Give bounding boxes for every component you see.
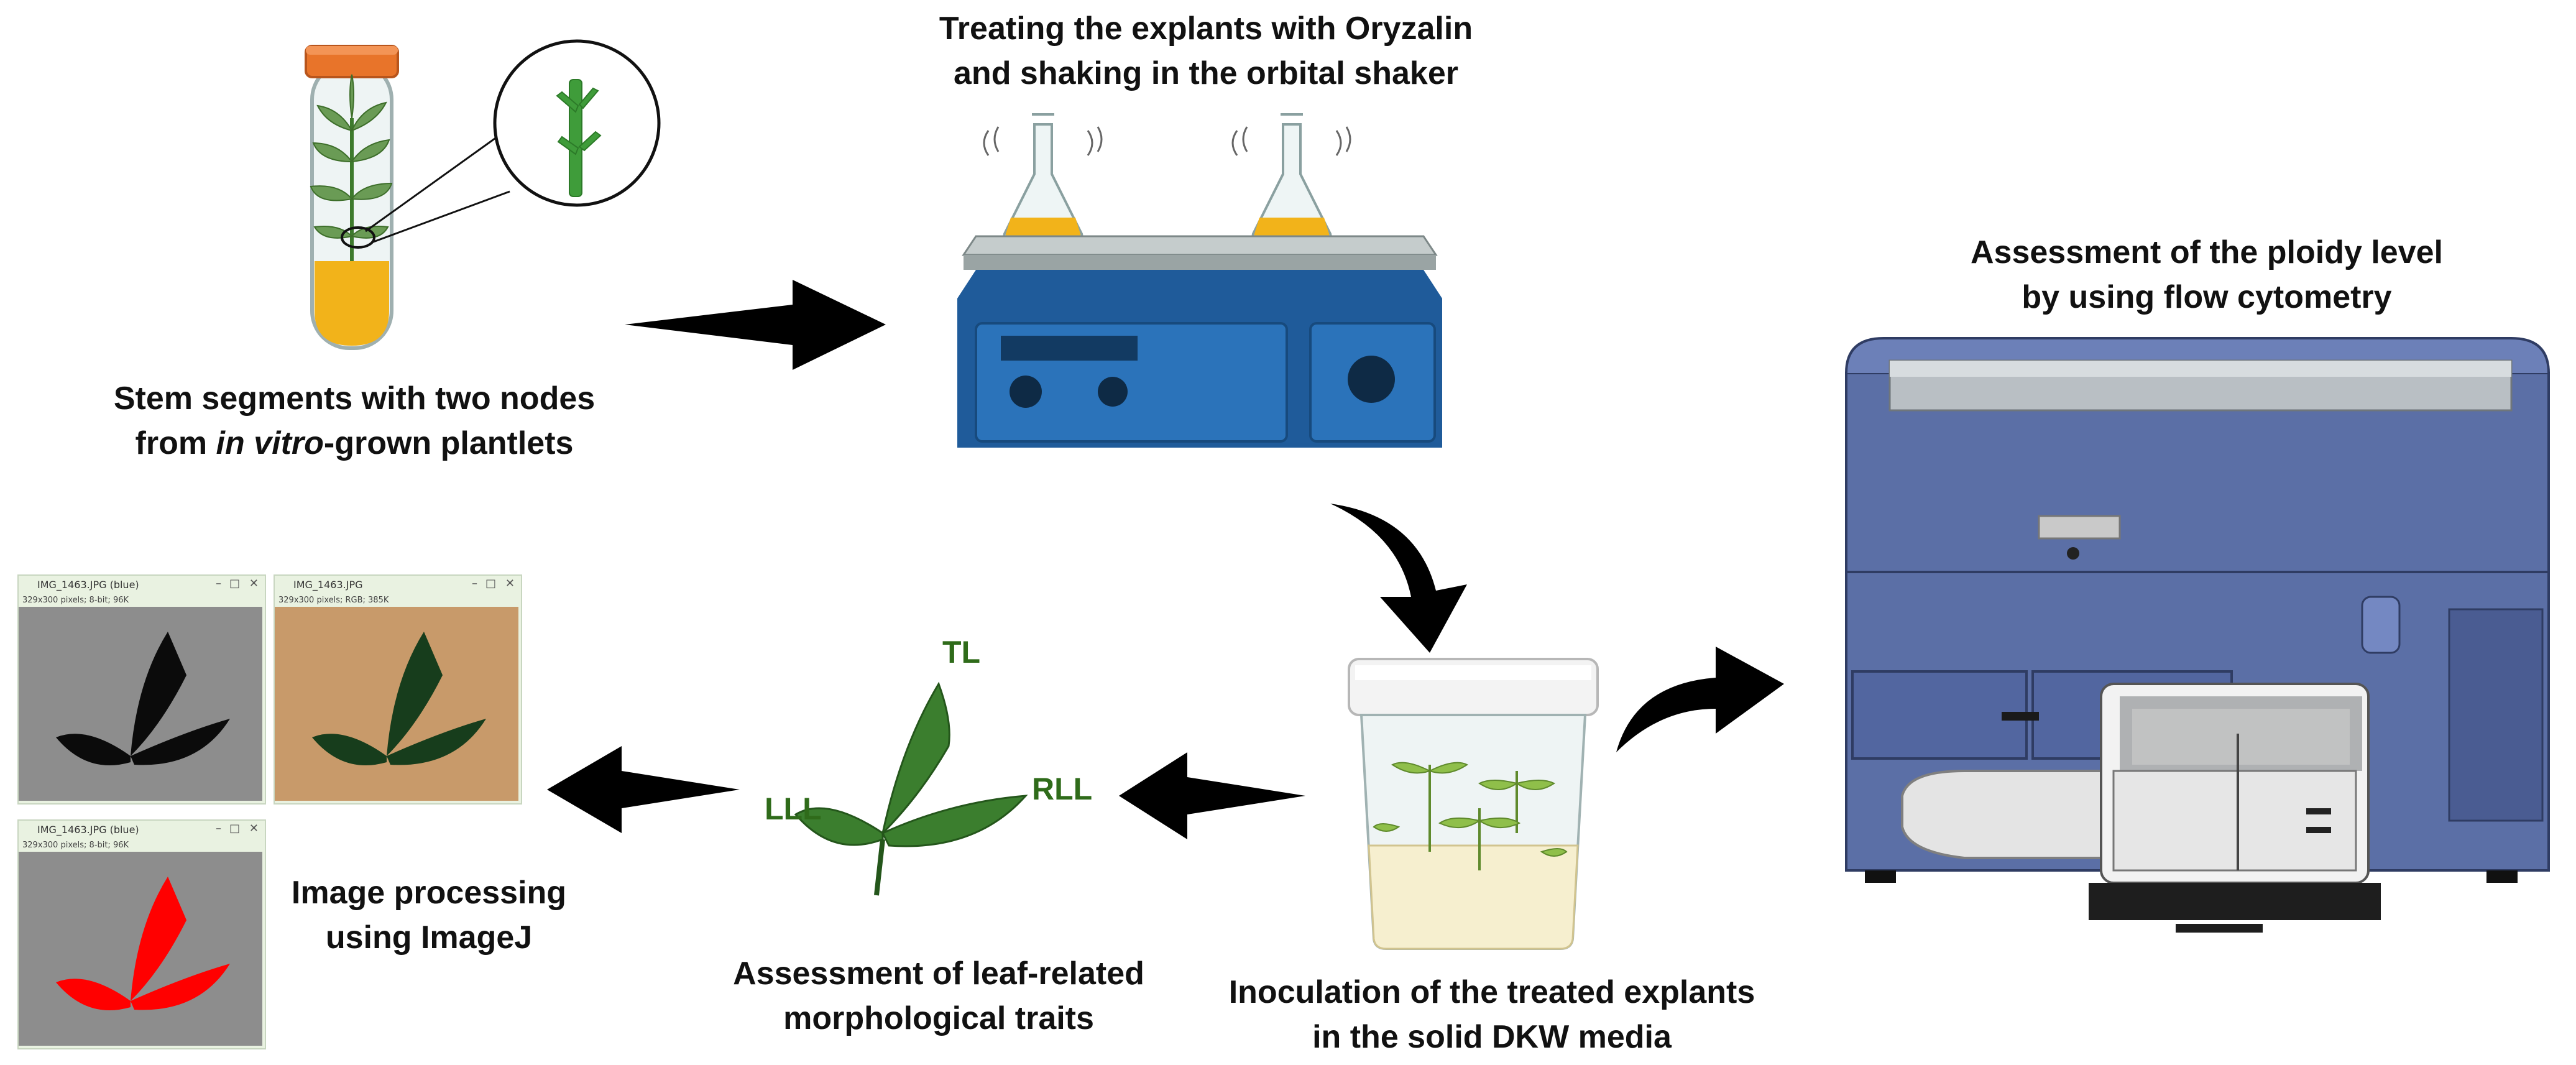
arrow-left-icon	[547, 746, 740, 833]
minimize-icon[interactable]: –	[216, 822, 221, 835]
stem-segments-caption: Stem segments with two nodes from in vit…	[99, 376, 609, 466]
ploidy-caption: Assessment of the ploidy level by using …	[1865, 230, 2549, 320]
oryzalin-caption-line1: Treating the explants with Oryzalin	[939, 11, 1473, 47]
cannabis-leaf-illustration	[794, 681, 1028, 896]
culture-jar-illustration	[1348, 658, 1599, 950]
imagej-window-title: IMG_1463.JPG (blue)	[37, 824, 139, 836]
arrow-curved-down-icon	[1330, 504, 1467, 653]
close-icon[interactable]: ✕	[249, 577, 259, 590]
threshold-leaf-image	[19, 852, 262, 1046]
inoculation-caption: Inoculation of the treated explants in t…	[1181, 970, 1803, 1059]
leaf-label-rll: RLL	[1032, 772, 1093, 806]
stem-caption-line1: Stem segments with two nodes	[113, 380, 596, 417]
ploidy-caption-line2: by using flow cytometry	[2022, 279, 2392, 315]
autosampler-module	[2089, 683, 2381, 933]
imagej-caption-line2: using ImageJ	[325, 920, 533, 956]
leaf-label-tl: TL	[942, 635, 981, 670]
inoculation-caption-line2: in the solid DKW media	[1312, 1019, 1672, 1055]
imagej-window-threshold[interactable]: IMG_1463.JPG (blue) 329x300 pixels; 8-bi…	[17, 819, 266, 1049]
culture-tube-illustration	[305, 39, 661, 350]
imagej-window-title: IMG_1463.JPG (blue)	[37, 579, 139, 591]
maximize-icon[interactable]: □	[229, 577, 240, 590]
close-icon[interactable]: ✕	[505, 577, 515, 590]
maximize-icon[interactable]: □	[229, 822, 240, 835]
minimize-icon[interactable]: –	[216, 577, 221, 590]
orbital-shaker-illustration	[957, 113, 1442, 448]
grayscale-leaf-image	[19, 607, 262, 801]
flask-right-icon	[1231, 113, 1351, 247]
imagej-window-info: 329x300 pixels; 8-bit; 96K	[22, 841, 129, 850]
imagej-window-title: IMG_1463.JPG	[293, 579, 363, 591]
stem-caption-line2: from in vitro-grown plantlets	[135, 425, 574, 461]
leaf-caption-line2: morphological traits	[783, 1000, 1094, 1036]
flow-cytometer-illustration	[1845, 337, 2550, 933]
rgb-leaf-image	[275, 607, 518, 801]
leaf-label-lll: LLL	[765, 791, 822, 826]
leaf-caption-line1: Assessment of leaf-related	[733, 956, 1144, 992]
imagej-caption: Image processing using ImageJ	[274, 870, 584, 960]
leaf-traits-caption: Assessment of leaf-related morphological…	[659, 951, 1218, 1041]
maximize-icon[interactable]: □	[485, 577, 496, 590]
imagej-window-info: 329x300 pixels; 8-bit; 96K	[22, 596, 129, 605]
inoculation-caption-line1: Inoculation of the treated explants	[1228, 974, 1755, 1010]
minimize-icon[interactable]: –	[472, 577, 477, 590]
ploidy-caption-line1: Assessment of the ploidy level	[1970, 234, 2444, 270]
arrow-curved-up-icon	[1616, 647, 1784, 752]
oryzalin-caption-line2: and shaking in the orbital shaker	[954, 55, 1458, 91]
imagej-window-rgb[interactable]: IMG_1463.JPG 329x300 pixels; RGB; 385K –…	[274, 574, 522, 805]
imagej-window-blue[interactable]: IMG_1463.JPG (blue) 329x300 pixels; 8-bi…	[17, 574, 266, 805]
close-icon[interactable]: ✕	[249, 822, 259, 835]
imagej-caption-line1: Image processing	[291, 875, 567, 911]
oryzalin-caption: Treating the explants with Oryzalin and …	[876, 6, 1535, 96]
arrow-right-icon	[625, 280, 886, 370]
arrow-left-icon	[1119, 752, 1305, 839]
flask-left-icon	[983, 113, 1103, 247]
imagej-window-info: 329x300 pixels; RGB; 385K	[278, 596, 389, 605]
